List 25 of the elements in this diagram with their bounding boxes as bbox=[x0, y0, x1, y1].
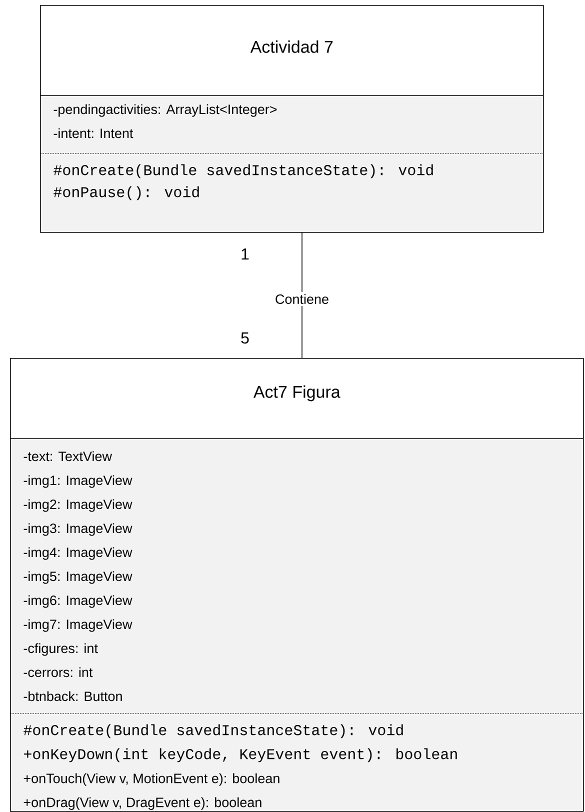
node-label: #onCreate(Bundle savedInstanceState): void bbox=[54, 164, 433, 178]
node-label: -img2: ImageView bbox=[24, 499, 132, 512]
node-label: -intent: Intent bbox=[54, 128, 134, 138]
node-label: -btnback: Button bbox=[24, 691, 122, 702]
method-list: #onCreate(Bundle savedInstanceState): void +onKeyDown(int keyCode, KeyEvent event): boolean +onTouch(View v, MotionEvent e): boolean +onDrag(View v, DragEvent e): boolean bbox=[11, 714, 582, 810]
node-label: -img7: ImageView bbox=[24, 619, 132, 632]
node-label: -text: TextView bbox=[24, 451, 112, 462]
attribute-list: -pendingactivities: ArrayList<Integer> -intent: Intent bbox=[41, 96, 542, 154]
node-label: -img5: ImageView bbox=[24, 571, 132, 584]
node-label: -img6: ImageView bbox=[24, 595, 132, 608]
node-label: -img1: ImageView bbox=[24, 475, 132, 488]
method-list: #onCreate(Bundle savedInstanceState): void #onPause(): void bbox=[41, 154, 542, 232]
node-label: -pendingactivities: ArrayList<Integer> bbox=[54, 104, 277, 117]
node-label: -img3: ImageView bbox=[24, 523, 132, 536]
edge-label: Contiene bbox=[272, 292, 332, 306]
node-label: +onKeyDown(int keyCode, KeyEvent event): boolean bbox=[24, 748, 457, 762]
node-label: -cerrors: int bbox=[24, 667, 93, 678]
node-label: #onCreate(Bundle savedInstanceState): void bbox=[24, 724, 403, 738]
node-label: +onTouch(View v, MotionEvent e): boolean bbox=[24, 773, 280, 786]
node-label: +onDrag(View v, DragEvent e): boolean bbox=[24, 797, 262, 810]
node-label: -img4: ImageView bbox=[24, 547, 132, 560]
multiplicity-label: 5 bbox=[241, 332, 249, 344]
node-label: #onPause(): void bbox=[54, 186, 199, 200]
multiplicity-label: 1 bbox=[242, 248, 249, 260]
node-label: -cfigures: int bbox=[24, 643, 98, 656]
